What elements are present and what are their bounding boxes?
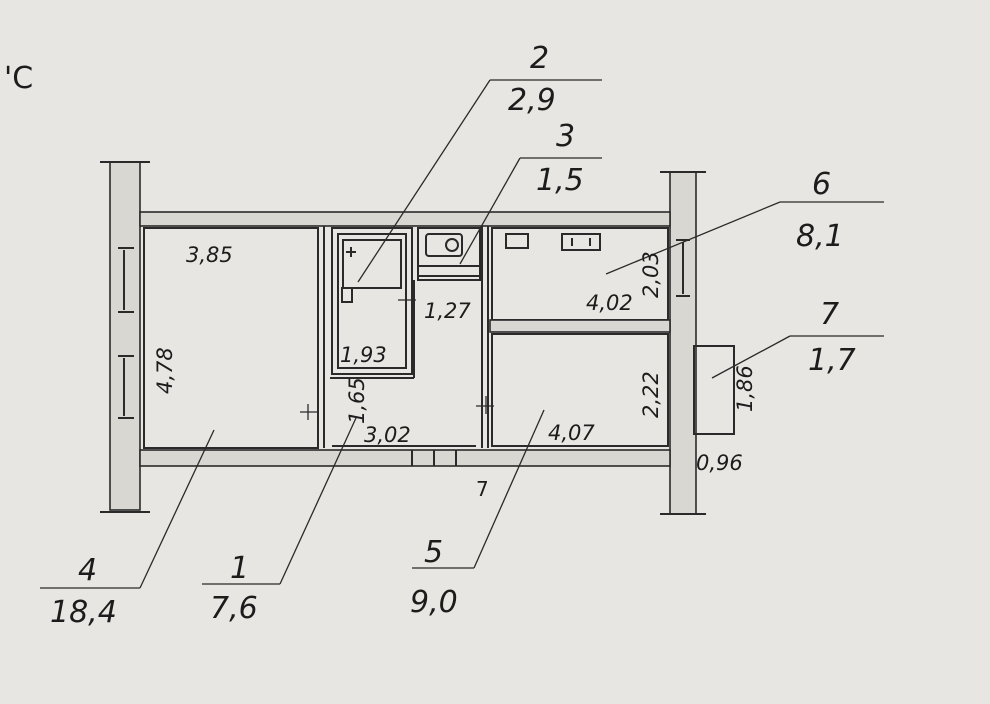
sink-counter-icon <box>505 233 529 249</box>
callout-room-1: 1 7,6 <box>210 551 258 626</box>
room-1-outline <box>323 226 489 448</box>
room-2-outline <box>331 227 413 375</box>
room-2-width: 1,93 <box>340 343 387 367</box>
stove-icon <box>561 233 601 251</box>
right-exterior-wall <box>660 171 706 515</box>
room-1-depth: 1,65 <box>345 377 369 424</box>
bottom-exterior-wall <box>139 449 671 467</box>
stray-mark: 7 <box>476 477 489 501</box>
partition-wall <box>489 319 671 333</box>
corner-mark: 'С <box>4 61 33 96</box>
callout-room-4: 4 18,4 <box>50 553 117 630</box>
room-3-number: 3 <box>556 119 575 154</box>
room-3-area: 1,5 <box>536 163 584 198</box>
dimension-ticks <box>300 292 494 420</box>
top-exterior-wall <box>139 211 671 227</box>
room-6-depth: 2,03 <box>639 251 663 298</box>
room-5-width: 4,07 <box>548 421 595 445</box>
room-5-area: 9,0 <box>410 585 458 620</box>
callout-room-5: 5 9,0 <box>410 535 458 620</box>
room-2-area: 2,9 <box>508 83 556 118</box>
room-1-width: 3,02 <box>364 423 411 447</box>
room-7-outline <box>693 345 735 435</box>
entrance-door <box>411 450 457 466</box>
room-4-number: 4 <box>78 553 97 588</box>
room-5-depth: 2,22 <box>639 371 663 418</box>
callout-leaders <box>40 79 884 589</box>
room-4-length: 4,78 <box>153 347 177 394</box>
room-7-width: 0,96 <box>696 451 743 475</box>
room-7-length: 1,86 <box>733 365 757 412</box>
room-3-width: 1,27 <box>424 299 471 323</box>
left-exterior-wall <box>100 161 150 513</box>
callout-room-2: 2 2,9 <box>508 41 556 118</box>
callout-room-7: 7 1,7 <box>808 297 856 378</box>
room-2-number: 2 <box>530 41 549 76</box>
room-3-outline <box>417 227 481 281</box>
bathtub-icon <box>342 239 402 289</box>
room-4-outline <box>143 227 319 449</box>
room-6-number: 6 <box>812 167 831 202</box>
toilet-icon <box>425 233 463 257</box>
room-4-area: 18,4 <box>50 595 117 630</box>
room-5-outline <box>491 333 669 447</box>
room-7-area: 1,7 <box>808 343 856 378</box>
room-1-number: 1 <box>230 551 249 586</box>
room-1-area: 7,6 <box>210 591 258 626</box>
room-6-width: 4,02 <box>586 291 633 315</box>
sink-icon <box>341 287 353 303</box>
room-6-area: 8,1 <box>796 219 844 254</box>
callout-room-6: 6 8,1 <box>796 167 844 254</box>
callout-room-3: 3 1,5 <box>536 119 584 198</box>
room-7-number: 7 <box>820 297 839 332</box>
room-5-number: 5 <box>424 535 443 570</box>
room-4-width: 3,85 <box>186 243 233 267</box>
